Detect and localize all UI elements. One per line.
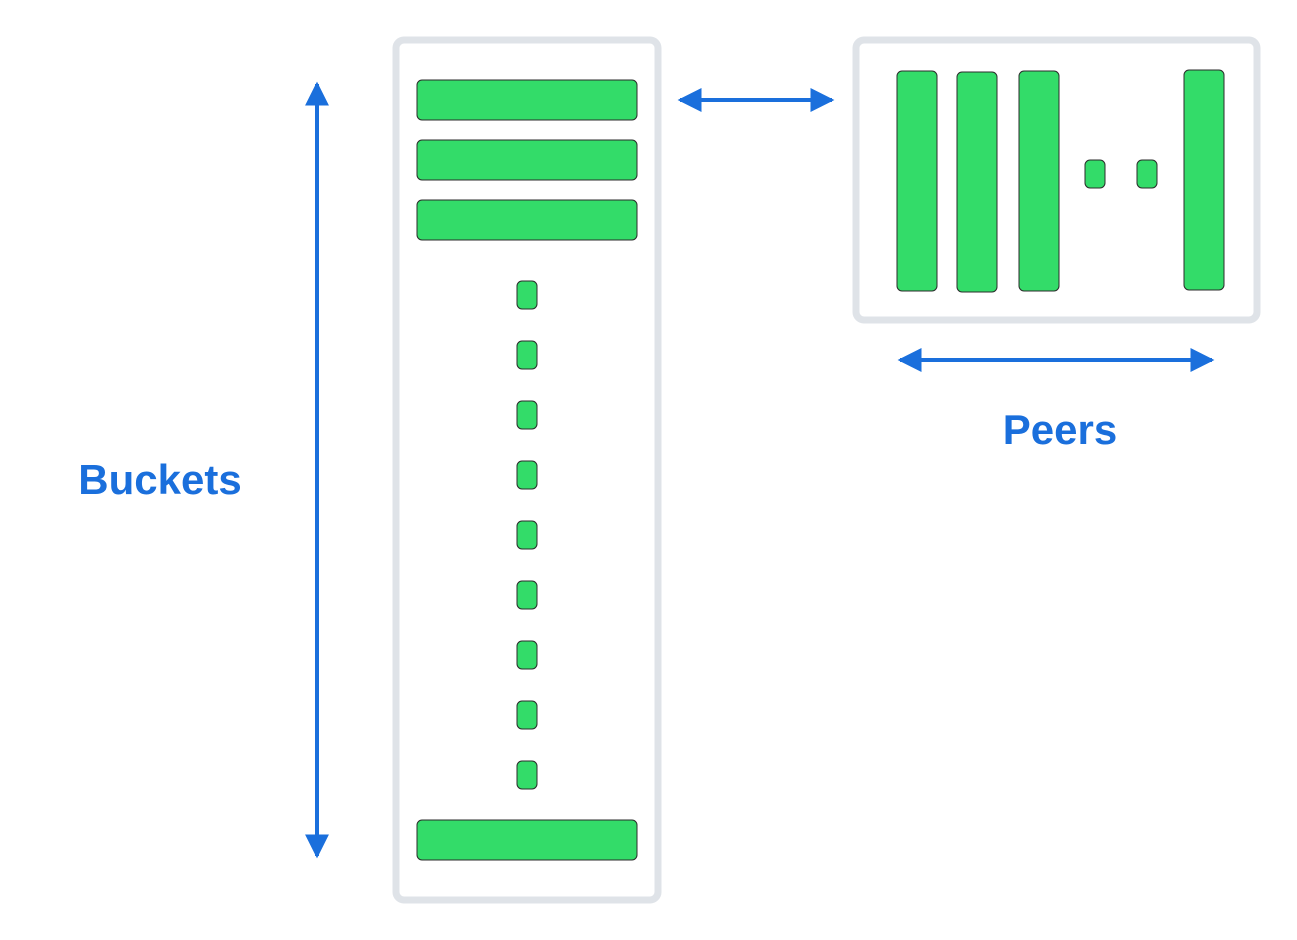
peer-bar-2 (956, 71, 998, 293)
peer-ellipsis-dot (1084, 159, 1106, 189)
peer-bar-3 (1018, 70, 1060, 292)
bucket-ellipsis-dot (516, 280, 538, 310)
bucket-ellipsis-dot (516, 520, 538, 550)
bucket-bar-3 (416, 199, 638, 241)
bucket-ellipsis-dot (516, 640, 538, 670)
bucket-ellipsis-dot (516, 700, 538, 730)
buckets-label: Buckets (78, 456, 241, 503)
bucket-bar-2 (416, 139, 638, 181)
bucket-ellipsis-dot (516, 760, 538, 790)
peer-ellipsis-dot (1136, 159, 1158, 189)
peers-label: Peers (1003, 406, 1117, 453)
bucket-ellipsis-dot (516, 460, 538, 490)
bucket-bar-1 (416, 79, 638, 121)
bucket-bar-last (416, 819, 638, 861)
bucket-ellipsis-dot (516, 580, 538, 610)
peer-bar-1 (896, 70, 938, 292)
peer-bar-last (1183, 69, 1225, 291)
bucket-ellipsis-dot (516, 400, 538, 430)
bucket-ellipsis-dot (516, 340, 538, 370)
